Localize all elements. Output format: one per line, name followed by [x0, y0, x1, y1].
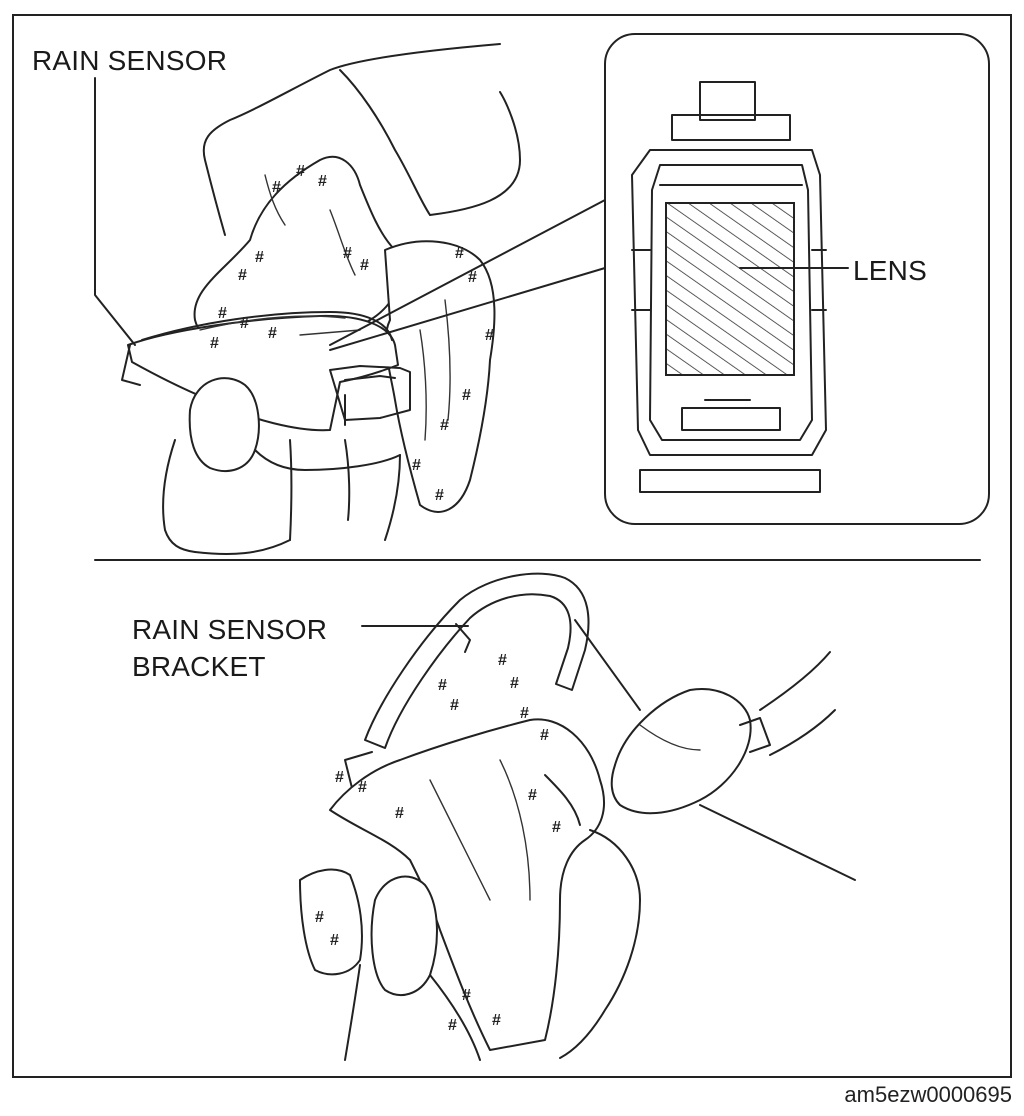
rain-sensor-bracket — [365, 574, 588, 748]
rain-sensor-label: RAIN SENSOR — [32, 45, 228, 76]
rain-sensor-leader — [95, 78, 135, 345]
thumb — [190, 378, 259, 471]
sensor-body-outer — [632, 150, 826, 455]
spray-line-1 — [575, 620, 640, 710]
cloth-fold-left — [300, 870, 362, 975]
upper-hand-outline — [204, 44, 500, 235]
inset-box — [605, 34, 989, 524]
lens-area — [666, 203, 794, 375]
zoom-line-upper — [330, 200, 605, 345]
sensor-wipe-scene — [95, 44, 605, 554]
bracket-wipe-scene — [300, 574, 855, 1060]
cloth-drape-right — [385, 241, 494, 512]
spray-line-2 — [700, 805, 855, 880]
thumb-bottom — [372, 877, 437, 995]
bracket-label-line2: BRACKET — [132, 651, 266, 682]
figure-code: am5ezw0000695 — [844, 1082, 1012, 1107]
lens-label: LENS — [853, 255, 927, 286]
zoom-line-lower — [330, 268, 605, 350]
spray-bottle-cap — [612, 689, 751, 813]
figure-frame — [12, 14, 1012, 1078]
bracket-label-line1: RAIN SENSOR — [132, 614, 328, 645]
lens-inset — [605, 34, 989, 524]
